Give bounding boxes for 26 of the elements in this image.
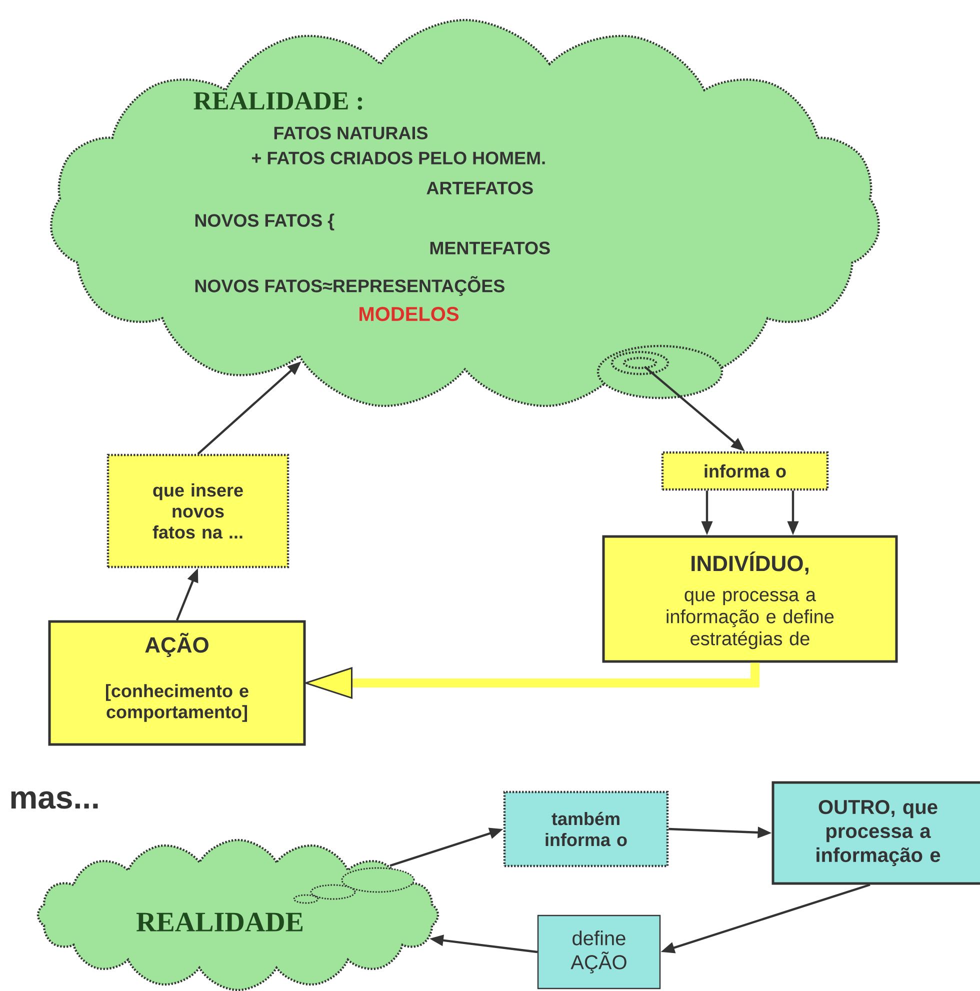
cloud-text: NOVOS FATOS≈REPRESENTAÇÕES <box>195 276 504 296</box>
process-box <box>48 620 306 746</box>
box-text: OUTRO, que processa a informação e <box>816 800 940 866</box>
process-box <box>537 914 661 990</box>
box-heading: INDIVÍDUO, <box>692 552 808 574</box>
process-box <box>661 451 829 491</box>
box-text: [conhecimento e comportamento] <box>106 684 248 722</box>
process-box <box>602 535 898 663</box>
cloud-text: MENTEFATOS <box>430 242 550 254</box>
process-box <box>503 790 669 868</box>
cloud-heading: REALIDADE : <box>194 92 362 110</box>
note-text: mas... <box>11 791 98 809</box>
box-text: que insere novos fatos na ... <box>152 483 243 539</box>
box-text: também informa o <box>546 812 627 846</box>
cloud-text: ARTEFATOS <box>426 182 533 194</box>
cloud-text: NOVOS FATOS { <box>195 214 334 230</box>
box-heading: AÇÃO <box>145 632 208 658</box>
cloud-text: FATOS NATURAIS <box>274 126 428 140</box>
box-text: que processa a informação e define estratégias de <box>666 590 834 650</box>
cloud-heading: REALIDADE <box>136 912 303 932</box>
box-text: informa o <box>704 464 786 478</box>
process-box <box>106 454 290 568</box>
highlight-text: MODELOS <box>360 306 459 322</box>
cloud-text: + FATOS CRIADOS PELO HOMEM. <box>252 152 545 164</box>
box-text: define AÇÃO <box>570 930 626 974</box>
process-box <box>772 781 980 885</box>
